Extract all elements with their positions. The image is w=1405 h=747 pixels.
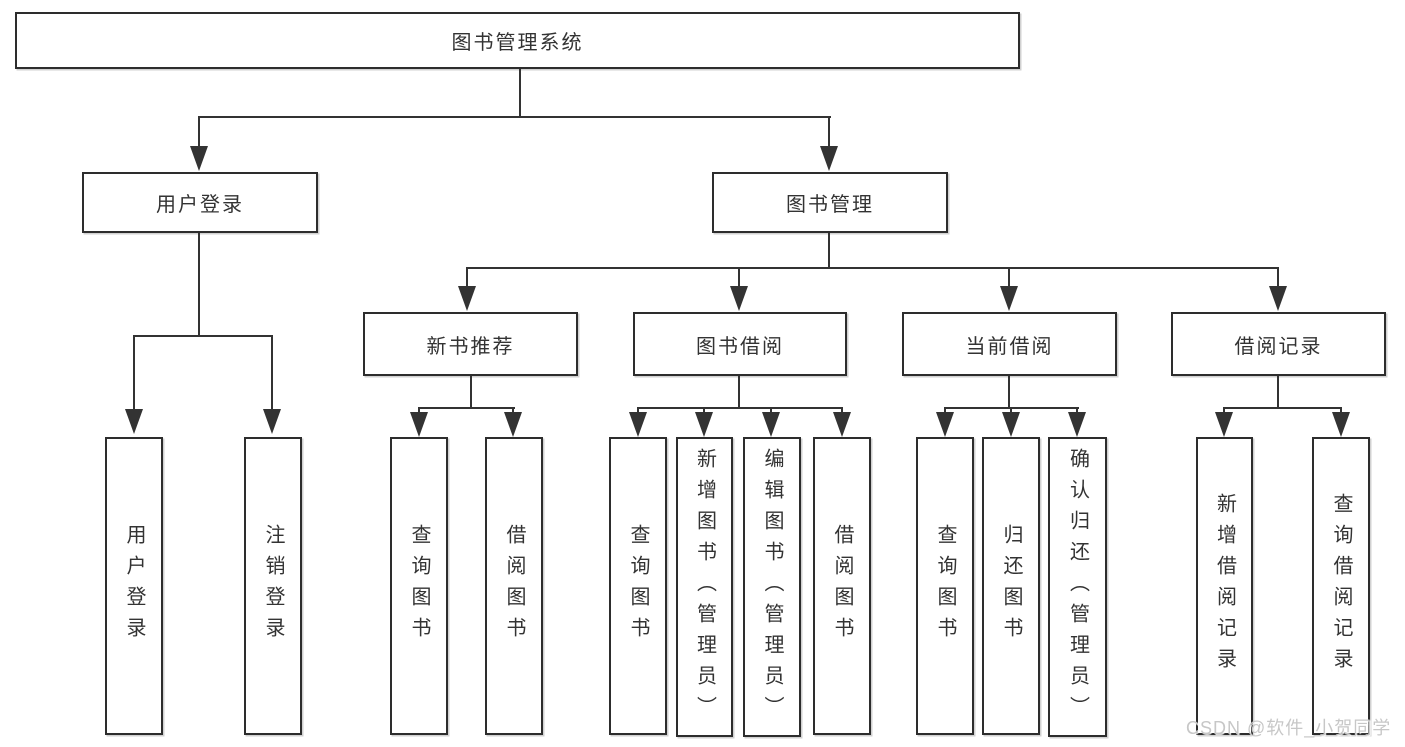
arrow-to-book-mgmt	[820, 146, 838, 171]
connector-stub-user-login	[198, 116, 200, 149]
node-library-management-system: 图书管理系统	[15, 12, 1020, 69]
leaf-edit-book-admin: 编辑图书（管理员）	[743, 437, 801, 737]
arrow-to-leaf	[1068, 412, 1086, 437]
arrow-to-book-borrow	[730, 286, 748, 311]
node-label: 图书借阅	[696, 335, 784, 358]
leaf-user-login: 用户登录	[105, 437, 163, 735]
arrow-to-leaf	[1215, 412, 1233, 437]
connector-bookborrow-v	[738, 376, 740, 409]
connector-stub	[1010, 407, 1012, 415]
node-borrowing-records: 借阅记录	[1171, 312, 1386, 376]
leaf-confirm-return-admin: 确认归还（管理员）	[1048, 437, 1107, 737]
leaf-label: 新增图书（管理员）	[693, 447, 716, 727]
leaf-borrow-book-under-borrowing: 借阅图书	[813, 437, 871, 735]
arrow-to-leaf	[629, 412, 647, 437]
arrow-to-leaf	[762, 412, 780, 437]
leaf-label: 新增借阅记录	[1213, 493, 1236, 679]
node-label: 图书管理系统	[451, 32, 584, 54]
connector-userlogin-v	[198, 233, 200, 337]
arrow-to-new-book-rec	[458, 286, 476, 311]
leaf-label: 注销登录	[262, 524, 284, 648]
connector-stub	[1223, 407, 1225, 415]
node-current-borrowing: 当前借阅	[902, 312, 1117, 376]
connector-stub-new-book-rec	[466, 267, 468, 289]
node-label: 图书管理	[786, 194, 874, 216]
leaf-add-book-admin: 新增图书（管理员）	[676, 437, 733, 737]
connector-stub	[1076, 407, 1078, 415]
connector-stub	[841, 407, 843, 415]
leaf-query-book-under-borrowing: 查询图书	[609, 437, 667, 735]
connector-stub	[1340, 407, 1342, 415]
leaf-query-book-under-recommend: 查询图书	[390, 437, 448, 735]
connector-root-h	[198, 116, 831, 118]
connector-stub-book-mgmt	[828, 116, 830, 149]
arrow-to-leaf-logout	[263, 409, 281, 434]
leaf-borrow-book-under-recommend: 借阅图书	[485, 437, 543, 735]
connector-stub	[770, 407, 772, 415]
node-book-borrowing: 图书借阅	[633, 312, 847, 376]
leaf-label: 用户登录	[123, 524, 145, 648]
connector-newbookrec-h	[418, 407, 515, 409]
connector-stub	[703, 407, 705, 415]
leaf-label: 归还图书	[1000, 524, 1022, 648]
connector-stub-leaf-logout	[271, 335, 273, 411]
connector-stub-book-borrow	[738, 267, 740, 289]
node-book-management: 图书管理	[712, 172, 948, 233]
leaf-label: 借阅图书	[503, 524, 525, 648]
connector-root-v	[519, 69, 521, 117]
leaf-query-borrow-record: 查询借阅记录	[1312, 437, 1370, 735]
leaf-label: 查询图书	[408, 524, 430, 648]
leaf-add-borrow-record: 新增借阅记录	[1196, 437, 1253, 735]
leaf-label: 查询图书	[934, 524, 956, 648]
connector-currentborrow-v	[1008, 376, 1010, 409]
node-new-book-recommend: 新书推荐	[363, 312, 578, 376]
arrow-to-borrow-record	[1269, 286, 1287, 311]
leaf-label: 查询借阅记录	[1330, 493, 1352, 679]
connector-stub	[944, 407, 946, 415]
connector-bookmgmt-h	[466, 267, 1279, 269]
arrow-to-leaf	[833, 412, 851, 437]
connector-bookborrow-h	[637, 407, 843, 409]
arrow-to-leaf	[1332, 412, 1350, 437]
node-user-login: 用户登录	[82, 172, 318, 233]
connector-stub	[512, 407, 514, 415]
csdn-watermark: CSDN @软件_小贺同学	[1186, 718, 1392, 738]
arrow-to-leaf	[1002, 412, 1020, 437]
leaf-return-book: 归还图书	[982, 437, 1040, 735]
connector-borrowrecord-v	[1277, 376, 1279, 409]
arrow-to-leaf	[504, 412, 522, 437]
arrow-to-leaf	[410, 412, 428, 437]
leaf-label: 查询图书	[627, 524, 649, 648]
node-label: 当前借阅	[965, 335, 1054, 358]
connector-stub-borrow-record	[1277, 267, 1279, 289]
leaf-label: 编辑图书（管理员）	[761, 447, 783, 727]
arrow-to-current-borrow	[1000, 286, 1018, 311]
leaf-logout: 注销登录	[244, 437, 302, 735]
arrow-to-leaf	[695, 412, 713, 437]
arrow-to-leaf-userlogin	[125, 409, 143, 434]
connector-stub-current-borrow	[1008, 267, 1010, 289]
leaf-label: 确认归还（管理员）	[1066, 447, 1089, 727]
node-label: 用户登录	[156, 194, 244, 216]
connector-stub	[637, 407, 639, 415]
leaf-label: 借阅图书	[831, 524, 853, 648]
connector-stub	[418, 407, 420, 415]
connector-stub-leaf-userlogin	[133, 335, 135, 411]
node-label: 借阅记录	[1234, 335, 1323, 358]
connector-bookmgmt-v	[828, 233, 830, 269]
connector-newbookrec-v	[470, 376, 472, 409]
arrow-to-user-login	[190, 146, 208, 171]
connector-borrowrecord-h	[1223, 407, 1342, 409]
node-label: 新书推荐	[426, 335, 515, 358]
arrow-to-leaf	[936, 412, 954, 437]
leaf-query-book-under-current: 查询图书	[916, 437, 974, 735]
connector-userlogin-h	[133, 335, 273, 337]
